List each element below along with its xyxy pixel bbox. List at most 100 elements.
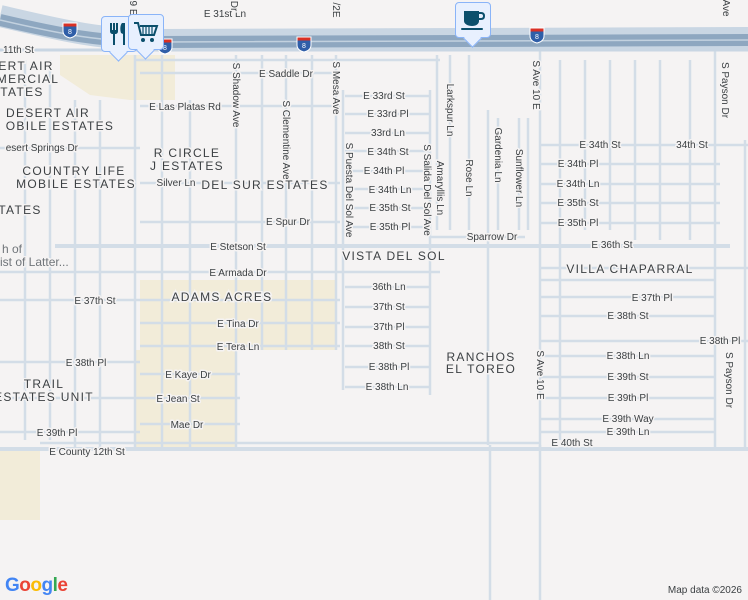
- neighborhood-label: J ESTATES: [150, 159, 224, 173]
- neighborhood-label: TRAIL: [24, 377, 65, 391]
- street-label: S Shadow Ave: [230, 63, 241, 128]
- cafe-pin[interactable]: [455, 2, 491, 38]
- street-label: E Tera Ln: [217, 342, 260, 353]
- street-label: E 40th St: [551, 438, 592, 449]
- church-label[interactable]: ist of Latter...: [0, 254, 70, 271]
- google-logo[interactable]: Google: [5, 575, 68, 596]
- interstate-shield-icon: 8: [529, 27, 545, 44]
- street-label: E 34th St: [367, 147, 408, 158]
- interstate-shield-icon: 8: [62, 22, 78, 39]
- street-label: Rose Ln: [463, 159, 474, 196]
- street-label: E 35th Pl: [558, 218, 599, 229]
- street-label: Sparrow Dr: [467, 232, 518, 243]
- street-label: E 33rd St: [363, 91, 405, 102]
- shopping-cart-icon: [134, 22, 159, 42]
- street-label: S Ave 10 E: [534, 350, 545, 400]
- church-label[interactable]: h of: [1, 241, 25, 258]
- street-label: Sunflower Ln: [513, 149, 524, 207]
- map-data-credit[interactable]: Map data ©2026: [667, 585, 742, 596]
- street-label: E County 12th St: [49, 447, 125, 458]
- neighborhood-label: EL TOREO: [446, 362, 516, 376]
- neighborhood-label: DEL SUR ESTATES: [201, 178, 328, 192]
- street-label: E 34th Pl: [558, 159, 599, 170]
- street-label: S Ave 10 E: [530, 60, 541, 110]
- neighborhood-label: ERT AIR: [0, 59, 54, 73]
- street-label: E 34th St: [579, 140, 620, 151]
- street-label: E 35th St: [369, 203, 410, 214]
- neighborhood-label: RANCHOS: [446, 350, 515, 364]
- street-label: E 35th Pl: [370, 222, 411, 233]
- street-label: 37th Pl: [373, 322, 404, 333]
- street-label: Silver Ln: [157, 178, 196, 189]
- street-label: E 39th Ln: [607, 427, 650, 438]
- street-label: 11th St: [3, 45, 34, 56]
- street-label: E 35th St: [557, 198, 598, 209]
- svg-text:8: 8: [68, 29, 72, 36]
- street-label: E 38th Pl: [700, 336, 741, 347]
- street-label: E Las Platas Rd: [149, 102, 221, 113]
- neighborhood-label: TATES: [0, 85, 43, 99]
- street-label: S Payson Dr: [723, 352, 734, 409]
- street-label: 33rd Ln: [371, 128, 405, 139]
- street-label: E 34th Ln: [369, 185, 412, 196]
- street-label: E 31st Ln: [204, 9, 246, 20]
- street-label: 38th St: [373, 341, 405, 352]
- street-label: 9 E: [127, 0, 138, 15]
- residential-area: [60, 55, 175, 100]
- neighborhood-label: MERCIAL: [0, 72, 59, 86]
- street-label: E 37th St: [74, 296, 115, 307]
- street-label: E 38th St: [607, 311, 648, 322]
- shopping-pin[interactable]: [128, 14, 164, 50]
- street-label: E Saddle Dr: [259, 69, 314, 80]
- street-label: Amaryllis Ln: [434, 161, 445, 215]
- neighborhood-label: ESTATES UNIT: [0, 390, 94, 404]
- map-labels: E 31st Ln 11th St E Saddle Dr E Las Platas …: [0, 0, 742, 460]
- neighborhood-label: OBILE ESTATES: [6, 119, 114, 133]
- street-label: E Spur Dr: [266, 217, 311, 228]
- street-label: E Armada Dr: [209, 268, 267, 279]
- neighborhood-label: R CIRCLE: [154, 146, 220, 160]
- neighborhood-label: COUNTRY LIFE: [22, 164, 125, 178]
- svg-text:8: 8: [535, 34, 539, 41]
- street-label: /2E: [330, 2, 341, 17]
- street-label: S Mesa Ave: [330, 61, 341, 115]
- svg-text:8: 8: [302, 43, 306, 50]
- neighborhood-label: VISTA DEL SOL: [342, 249, 446, 263]
- street-label: E Jean St: [156, 394, 200, 405]
- road-network: [0, 50, 748, 600]
- street-label: E 39th Pl: [37, 428, 78, 439]
- street-label: E 39th Way: [602, 414, 653, 425]
- street-label: E Tina Dr: [217, 319, 259, 330]
- neighborhood-label: ADAMS ACRES: [172, 290, 273, 304]
- street-label: E 33rd Pl: [367, 109, 408, 120]
- street-label: Gardenia Ln: [492, 127, 503, 182]
- interstate-shield-icon: 8: [296, 36, 312, 53]
- street-label: E 38th Ln: [366, 382, 409, 393]
- neighborhood-label: TATES: [0, 203, 42, 217]
- street-label: Ave: [720, 0, 731, 17]
- street-label: E 38th Pl: [66, 358, 107, 369]
- street-label: 36th Ln: [372, 282, 405, 293]
- street-label: E 38th Pl: [369, 362, 410, 373]
- street-label: 34th St: [676, 140, 708, 151]
- street-label: E 34th Pl: [364, 166, 405, 177]
- neighborhood-label: VILLA CHAPARRAL: [566, 262, 693, 276]
- street-label: Larkspur Ln: [444, 84, 455, 137]
- street-label: E 36th St: [591, 240, 632, 251]
- street-label: 37th St: [373, 302, 405, 313]
- street-label: E 39th St: [607, 372, 648, 383]
- street-label: E 38th Ln: [607, 351, 650, 362]
- street-label: E 37th Pl: [632, 293, 673, 304]
- street-label: E Stetson St: [210, 242, 266, 253]
- street-label: E 34th Ln: [557, 179, 600, 190]
- street-label: S Puesta Del Sol Ave: [343, 143, 354, 238]
- street-label: S Salida Del Sol Ave: [421, 144, 432, 236]
- street-label: esert Springs Dr: [6, 143, 79, 154]
- street-label: E 39th Pl: [608, 393, 649, 404]
- street-label: Dr: [228, 1, 239, 12]
- cafe-icon: [461, 11, 486, 30]
- street-label: Mae Dr: [171, 420, 204, 431]
- residential-area: [0, 450, 40, 520]
